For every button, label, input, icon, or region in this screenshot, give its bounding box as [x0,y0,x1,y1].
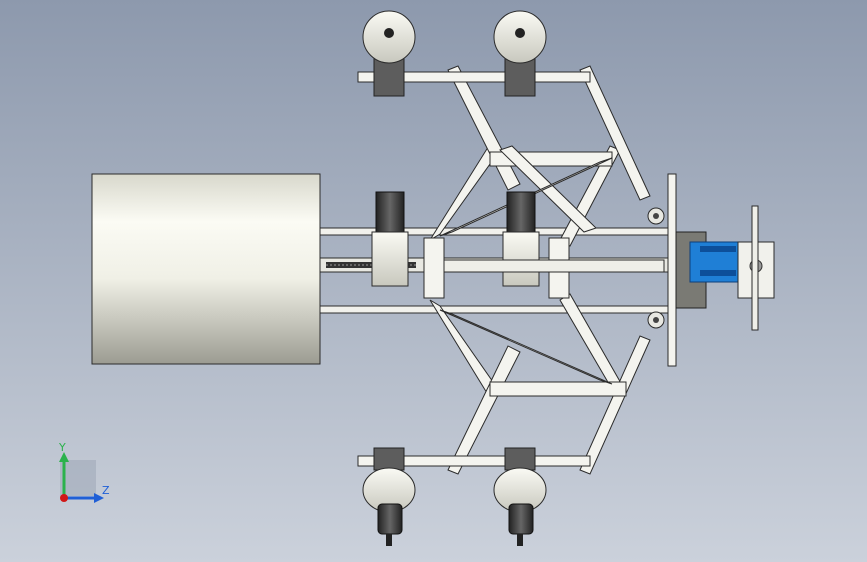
drive-motor[interactable] [689,205,775,331]
center-carriages[interactable] [371,191,665,299]
coordinate-triad [59,452,104,503]
lower-roller-assembly[interactable] [357,447,591,546]
scissor-frame-lower[interactable] [429,293,651,475]
upper-pulley-assembly[interactable] [357,10,591,97]
lead-screw [326,262,416,268]
triad-z-label: Z [102,484,110,497]
triad-y-label: Y [59,441,66,454]
cylinder-body[interactable] [91,173,321,365]
